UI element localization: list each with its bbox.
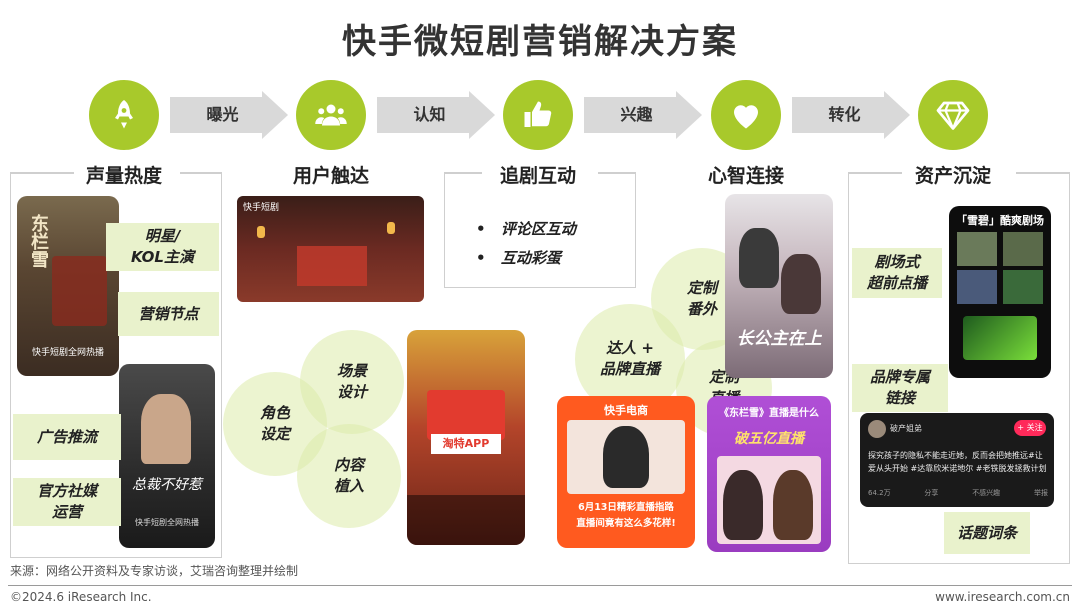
- stage-label-mind: 心智连接: [707, 165, 784, 187]
- stage-icon-mind: [711, 80, 781, 150]
- arrow-label: 兴趣: [620, 105, 653, 124]
- tag-marketing-node: 营销节点: [118, 292, 219, 336]
- follow-button[interactable]: + 关注: [1014, 420, 1046, 436]
- live-caption: 6月13日精彩直播指路 直播间竟有这么多花样!: [576, 502, 676, 529]
- live-header: 《东栏雪》直播是什么: [719, 408, 819, 419]
- heart-icon: [734, 105, 758, 129]
- stage-label-reach: 用户触达: [292, 165, 369, 187]
- poster-caption: 快手短剧全网热播: [31, 348, 104, 358]
- page-title: 快手微短剧营销解决方案: [342, 22, 738, 62]
- stage-icon-reach: [296, 80, 366, 150]
- product-placement-screenshot: 淘特APP: [407, 330, 525, 545]
- bullet-interactive-egg: 互动彩蛋: [476, 247, 576, 268]
- poster-title: 总裁不好惹: [132, 477, 202, 493]
- bracket-interaction: [444, 172, 636, 288]
- ad-brand: 淘特APP: [431, 434, 501, 454]
- bracket-assets: [848, 172, 1070, 564]
- arrow-label: 曝光: [206, 105, 239, 124]
- bullet-comment-interaction: 评论区互动: [476, 218, 576, 239]
- arrow-conversion: 转化: [792, 91, 910, 139]
- thumbs-up-icon: [524, 101, 552, 127]
- arrow-label: 转化: [828, 105, 861, 124]
- tag-topic-hashtag: 话题词条: [944, 512, 1030, 554]
- screen-label: 快手短剧: [243, 203, 280, 213]
- drama-poster-2: 总裁不好惹 快手短剧全网热播: [119, 364, 215, 548]
- tag-star-kol: 明星/ KOL主演: [106, 223, 219, 271]
- users-icon: [315, 104, 347, 126]
- post-stats: 64.2万 分享 不感兴趣 举报: [868, 488, 1048, 498]
- arrow-exposure: 曝光: [170, 91, 288, 139]
- stage-icon-exposure: [89, 80, 159, 150]
- interaction-list: 评论区互动 互动彩蛋: [476, 218, 576, 276]
- live-stream-poster-1: 快手电商 6月13日精彩直播指路 直播间竟有这么多花样!: [557, 396, 695, 548]
- avatar: [868, 420, 886, 438]
- drama-poster-1: 东栏雪 快手短剧全网热播: [17, 196, 119, 376]
- tag-ad-push: 广告推流: [13, 414, 121, 460]
- theater-title: 「雪碧」酷爽剧场: [956, 214, 1044, 227]
- arrow-interest: 兴趣: [584, 91, 702, 139]
- arrow-label: 认知: [413, 105, 446, 124]
- tag-official-social: 官方社媒 运营: [13, 478, 121, 526]
- arrow-cognition: 认知: [377, 91, 495, 139]
- poster-title: 长公主在上: [736, 329, 822, 349]
- website-link[interactable]: www.iresearch.com.cn: [935, 590, 1070, 604]
- tag-theater-preview: 剧场式 超前点播: [852, 248, 942, 298]
- venn-kol-brand-live: 达人 + 品牌直播: [575, 304, 685, 414]
- stage-label-assets: 资产沉淀: [914, 165, 991, 187]
- venn-role-setting: 角色 设定: [223, 372, 327, 476]
- live-sub: 破五亿直播: [734, 431, 804, 447]
- bracket-volume: [10, 172, 222, 558]
- theater-screenshot: 「雪碧」酷爽剧场: [949, 206, 1051, 378]
- report-button[interactable]: 举报: [1033, 489, 1048, 497]
- diamond-icon: [936, 101, 970, 130]
- stage-label-volume: 声量热度: [85, 165, 162, 187]
- copyright: ©2024.6 iResearch Inc.: [10, 590, 152, 604]
- drama-scene-screenshot: 快手短剧: [237, 196, 424, 302]
- rocket-icon: [115, 100, 133, 129]
- stage-icon-assets: [918, 80, 988, 150]
- source-note: 来源：网络公开资料及专家访谈，艾瑞咨询整理并绘制: [10, 564, 299, 578]
- footer-divider: [8, 585, 1072, 586]
- post-username: 破产姐弟: [890, 424, 922, 433]
- drama-poster-princess: 长公主在上: [725, 194, 833, 378]
- poster-title: 东栏雪: [28, 214, 49, 268]
- post-text: 探究孩子的隐私不能走近她，反而会把她推远#让爱从头开始 #达靠欣米诺地尔 #老铁…: [868, 451, 1047, 473]
- likes-count: 64.2万: [868, 489, 891, 497]
- poster-caption: 快手短剧全网热播: [135, 518, 199, 527]
- share-button[interactable]: 分享: [924, 489, 939, 497]
- not-interested-button[interactable]: 不感兴趣: [972, 489, 1001, 497]
- social-post-card: 破产姐弟 + 关注 探究孩子的隐私不能走近她，反而会把她推远#让爱从头开始 #达…: [860, 413, 1054, 507]
- stage-label-interaction: 追剧互动: [499, 165, 576, 187]
- live-stream-poster-2: 《东栏雪》直播是什么 破五亿直播: [707, 396, 831, 552]
- live-header: 快手电商: [604, 404, 648, 417]
- tag-brand-link: 品牌专属 链接: [852, 364, 948, 412]
- venn-content-placement: 内容 植入: [297, 424, 401, 528]
- stage-icon-interaction: [503, 80, 573, 150]
